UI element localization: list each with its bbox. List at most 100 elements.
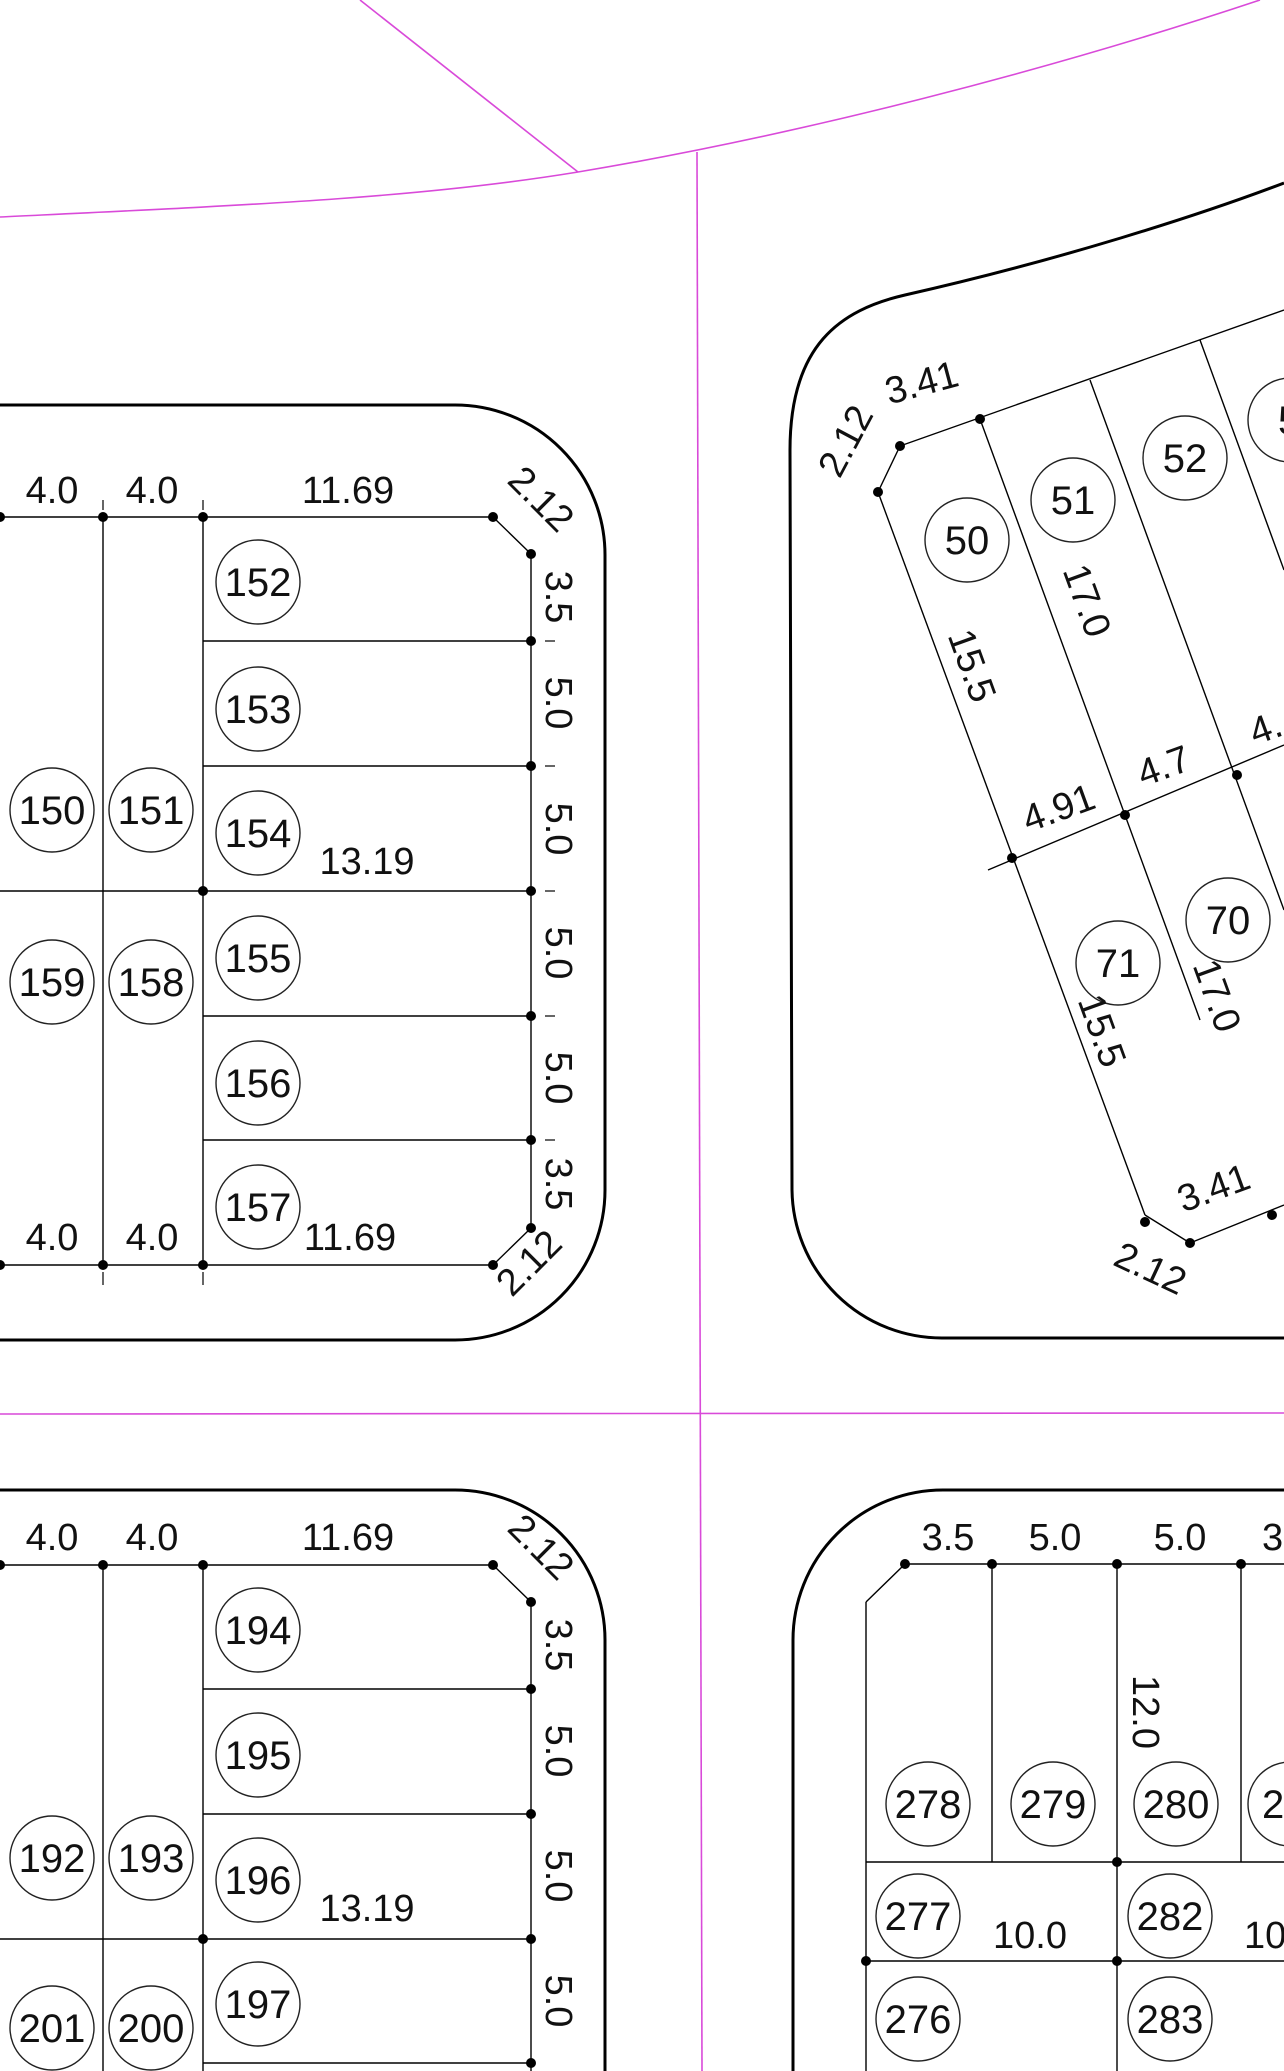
lot-label: 50 bbox=[945, 519, 990, 563]
dim-bottom-3: 11.69 bbox=[304, 1217, 396, 1259]
lot-5x[interactable]: 5 bbox=[1247, 377, 1284, 463]
lot-195[interactable]: 195 bbox=[215, 1712, 301, 1798]
lot-154[interactable]: 154 bbox=[215, 790, 301, 876]
lot-197[interactable]: 197 bbox=[215, 1961, 301, 2047]
lot-280[interactable]: 280 bbox=[1133, 1761, 1219, 1847]
dim-d-top-3: 5.0 bbox=[1154, 1517, 1207, 1559]
lot-label: 278 bbox=[895, 1783, 962, 1827]
block-b-nodes bbox=[873, 414, 1277, 1248]
block-d-outline bbox=[791, 1488, 1284, 2071]
lot-71[interactable]: 71 bbox=[1075, 920, 1161, 1006]
lot-label: 159 bbox=[19, 961, 86, 1005]
dim-bottom-2: 4.0 bbox=[126, 1217, 179, 1259]
dim-b-top-2: 3.41 bbox=[881, 354, 963, 414]
lot-192[interactable]: 192 bbox=[9, 1815, 95, 1901]
block-d: 3.5 5.0 5.0 3. 12.0 278 279 280 2 277 28… bbox=[791, 1488, 1284, 2071]
lot-50[interactable]: 50 bbox=[924, 497, 1010, 583]
dim-right-4: 5.0 bbox=[537, 927, 579, 980]
lot-276[interactable]: 276 bbox=[875, 1976, 961, 2062]
block-a-ticks bbox=[102, 500, 555, 1285]
dim-c-right-4: 5.0 bbox=[537, 1975, 579, 2028]
dim-right-6: 3.5 bbox=[537, 1158, 579, 1211]
lot-279[interactable]: 279 bbox=[1010, 1761, 1096, 1847]
dim-corner-top: 2.12 bbox=[499, 459, 581, 541]
lot-label: 279 bbox=[1020, 1783, 1087, 1827]
dim-b-top-1: 2.12 bbox=[810, 399, 882, 484]
dim-b-side-3: 4.91 bbox=[1017, 776, 1101, 841]
dim-c-right-2: 5.0 bbox=[537, 1725, 579, 1778]
lot-153[interactable]: 153 bbox=[215, 666, 301, 752]
block-a-outline bbox=[0, 403, 607, 1342]
lot-label: 280 bbox=[1143, 1783, 1210, 1827]
lot-label: 282 bbox=[1137, 1895, 1204, 1939]
lot-150[interactable]: 150 bbox=[9, 767, 95, 853]
dim-right-2: 5.0 bbox=[537, 677, 579, 730]
dim-b-side-2: 15.5 bbox=[939, 624, 1004, 708]
lot-label: 196 bbox=[225, 1859, 292, 1903]
dim-c-inner: 13.19 bbox=[319, 1888, 414, 1930]
block-c-outline bbox=[0, 1488, 607, 2071]
dim-d-top-1: 3.5 bbox=[922, 1517, 975, 1559]
dim-right-1: 3.5 bbox=[537, 571, 579, 624]
lot-label: 283 bbox=[1137, 1998, 1204, 2042]
dim-d-depth: 12.0 bbox=[1124, 1675, 1166, 1749]
dim-b-bottom-2: 2.12 bbox=[1108, 1234, 1193, 1303]
lot-282[interactable]: 282 bbox=[1127, 1873, 1213, 1959]
lot-201[interactable]: 201 bbox=[9, 1985, 95, 2071]
dim-right-3: 5.0 bbox=[537, 803, 579, 856]
dim-top-3: 11.69 bbox=[302, 470, 394, 512]
block-a: 4.0 4.0 11.69 2.12 3.5 5.0 5.0 5.0 5.0 3… bbox=[0, 403, 607, 1342]
lot-label: 52 bbox=[1163, 437, 1208, 481]
dim-inner: 13.19 bbox=[319, 841, 414, 883]
lot-158[interactable]: 158 bbox=[108, 939, 194, 1025]
lot-label: 194 bbox=[225, 1609, 292, 1653]
block-c-lot-lines bbox=[0, 1564, 532, 2071]
lot-label: 5 bbox=[1278, 399, 1284, 443]
dim-corner-bottom: 2.12 bbox=[489, 1223, 571, 1305]
dim-b-side-1: 17.0 bbox=[1054, 559, 1119, 643]
lot-277[interactable]: 277 bbox=[875, 1873, 961, 1959]
dim-d-top-2: 5.0 bbox=[1029, 1517, 1082, 1559]
lot-156[interactable]: 156 bbox=[215, 1040, 301, 1126]
block-c-nodes bbox=[0, 1560, 536, 2068]
lot-157[interactable]: 157 bbox=[215, 1164, 301, 1250]
lot-label: 158 bbox=[118, 961, 185, 1005]
block-a-nodes bbox=[0, 512, 536, 1270]
lot-155[interactable]: 155 bbox=[215, 915, 301, 1001]
lot-52[interactable]: 52 bbox=[1142, 415, 1228, 501]
dim-top-1: 4.0 bbox=[26, 470, 79, 512]
block-c: 4.0 4.0 11.69 2.12 3.5 5.0 5.0 5.0 13.19… bbox=[0, 1488, 607, 2071]
lot-label: 151 bbox=[118, 789, 185, 833]
lot-label: 193 bbox=[118, 1837, 185, 1881]
lot-label: 276 bbox=[885, 1998, 952, 2042]
dim-d-inner-2: 10 bbox=[1244, 1915, 1284, 1957]
lot-159[interactable]: 159 bbox=[9, 939, 95, 1025]
lot-200[interactable]: 200 bbox=[108, 1985, 194, 2071]
lot-label: 201 bbox=[19, 2007, 86, 2051]
dim-bottom-1: 4.0 bbox=[26, 1217, 79, 1259]
dim-c-right-3: 5.0 bbox=[537, 1850, 579, 1903]
lot-label: 152 bbox=[225, 561, 292, 605]
lot-51[interactable]: 51 bbox=[1030, 457, 1116, 543]
lot-label: 70 bbox=[1206, 899, 1251, 943]
lot-2x[interactable]: 2 bbox=[1247, 1761, 1284, 1847]
lot-283[interactable]: 283 bbox=[1127, 1976, 1213, 2062]
dim-c-top-3: 11.69 bbox=[302, 1517, 394, 1559]
lot-151[interactable]: 151 bbox=[108, 767, 194, 853]
lot-152[interactable]: 152 bbox=[215, 539, 301, 625]
lot-193[interactable]: 193 bbox=[108, 1815, 194, 1901]
lot-194[interactable]: 194 bbox=[215, 1587, 301, 1673]
dim-b-side-6: 17.0 bbox=[1184, 954, 1249, 1038]
lot-278[interactable]: 278 bbox=[885, 1761, 971, 1847]
dim-c-top-1: 4.0 bbox=[26, 1517, 79, 1559]
lot-label: 277 bbox=[885, 1895, 952, 1939]
lot-196[interactable]: 196 bbox=[215, 1837, 301, 1923]
lot-70[interactable]: 70 bbox=[1185, 877, 1271, 963]
dim-b-bottom-1: 3.41 bbox=[1172, 1156, 1256, 1221]
lot-label: 157 bbox=[225, 1186, 292, 1230]
block-b-outline bbox=[788, 181, 1284, 1340]
lot-label: 192 bbox=[19, 1837, 86, 1881]
block-d-nodes bbox=[861, 1559, 1246, 1966]
